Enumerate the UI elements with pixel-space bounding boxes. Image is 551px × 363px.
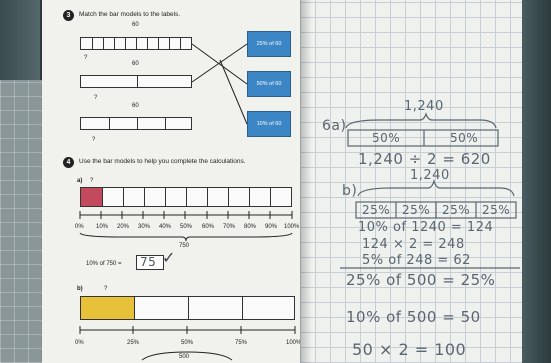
hw-question-label: 6a): [322, 118, 347, 134]
part-a-tick-80: 80%: [244, 224, 257, 230]
part-a-tick-100: 100%: [284, 224, 300, 230]
hw-a-part-1: 50%: [372, 131, 401, 145]
part-a-tick-60: 60%: [202, 224, 215, 230]
bar-3-total: 60: [132, 103, 139, 109]
question-3-number: 3: [63, 10, 74, 21]
exercise-book-grid-page: [300, 0, 522, 363]
matching-lines: [191, 43, 248, 125]
part-b-tick-0: 0%: [75, 340, 84, 346]
hw-b-line-3: 5% of 248 = 62: [362, 253, 471, 268]
part-a-tick-90: 90%: [265, 224, 278, 230]
part-a-tick-40: 40%: [159, 224, 172, 230]
part-b-number-line: [79, 326, 296, 361]
part-a-bar-model: [80, 187, 292, 207]
hw-c-line-3: 50 × 2 = 100: [352, 340, 467, 359]
part-a-label: a): [77, 178, 83, 184]
hw-a-part-2: 50%: [450, 131, 479, 145]
part-b-unknown: ?: [104, 286, 108, 292]
hw-b-part-3: 25%: [442, 203, 471, 217]
part-b-tick-50: 50%: [181, 340, 194, 346]
question-4-instruction: Use the bar models to help you complete …: [79, 158, 246, 165]
hw-a-total: 1,240: [404, 99, 444, 114]
hw-b-part-2: 25%: [402, 203, 431, 217]
bar-model-3: [80, 117, 192, 130]
part-a-tick-30: 30%: [138, 224, 151, 230]
bar-2-unknown: ?: [94, 95, 98, 101]
printed-worksheet: 3 Match the bar models to the labels. 60…: [42, 0, 322, 363]
label-10-percent-of-60[interactable]: 10% of 60: [247, 111, 291, 137]
hw-b-line-1: 10% of 1240 = 124: [358, 220, 494, 235]
part-a-number-line: [79, 211, 293, 242]
part-b-bar-model: [80, 296, 295, 320]
part-b-tick-100: 100%: [286, 340, 302, 346]
hw-c-line-1: 25% of 500 = 25%: [346, 271, 496, 289]
underlying-grid-paper: [0, 80, 48, 363]
part-a-shaded-segment: [81, 188, 102, 206]
question-4-number: 4: [63, 157, 74, 168]
part-a-total: 750: [179, 243, 190, 249]
hw-b-part-4: 25%: [482, 203, 511, 217]
part-b-tick-75: 75%: [235, 340, 248, 346]
hw-b-part-1: 25%: [362, 203, 391, 217]
part-b-label: b): [77, 286, 83, 292]
bar-1-unknown: ?: [84, 55, 88, 61]
bar-1-total: 60: [132, 22, 139, 28]
part-b-shaded-segment: [81, 297, 134, 319]
bar-model-1: [80, 37, 192, 50]
part-a-answer-box[interactable]: 75: [136, 255, 164, 270]
question-3-instruction: Match the bar models to the labels.: [79, 11, 181, 18]
check-mark-icon: ✓: [162, 248, 176, 267]
part-a-tick-20: 20%: [117, 224, 130, 230]
label-50-percent-of-60[interactable]: 50% of 60: [247, 71, 291, 97]
part-a-tick-10: 10%: [96, 224, 109, 230]
bar-2-total: 60: [132, 61, 139, 67]
label-25-percent-of-60[interactable]: 25% of 60: [247, 31, 291, 57]
hw-b-total: 1,240: [410, 168, 450, 183]
part-a-unknown: ?: [90, 178, 94, 184]
part-a-tick-70: 70%: [223, 224, 236, 230]
bar-model-2: [80, 75, 192, 88]
hw-b-label: b): [342, 183, 358, 199]
part-a-calc-text: 10% of 750 =: [86, 261, 122, 267]
hw-c-line-2: 10% of 500 = 50: [346, 308, 481, 326]
hw-a-calc: 1,240 ÷ 2 = 620: [358, 150, 491, 168]
hw-b-line-2: 124 × 2 = 248: [362, 237, 465, 252]
desk-background-right: [520, 0, 551, 363]
bar-3-unknown: ?: [92, 137, 96, 143]
part-b-tick-25: 25%: [127, 340, 140, 346]
part-b-total: 500: [179, 354, 190, 360]
part-a-answer: 75: [140, 255, 157, 269]
page-gutter-shadow: [300, 0, 312, 363]
part-a-tick-50: 50%: [180, 224, 193, 230]
part-a-tick-0: 0%: [75, 224, 84, 230]
